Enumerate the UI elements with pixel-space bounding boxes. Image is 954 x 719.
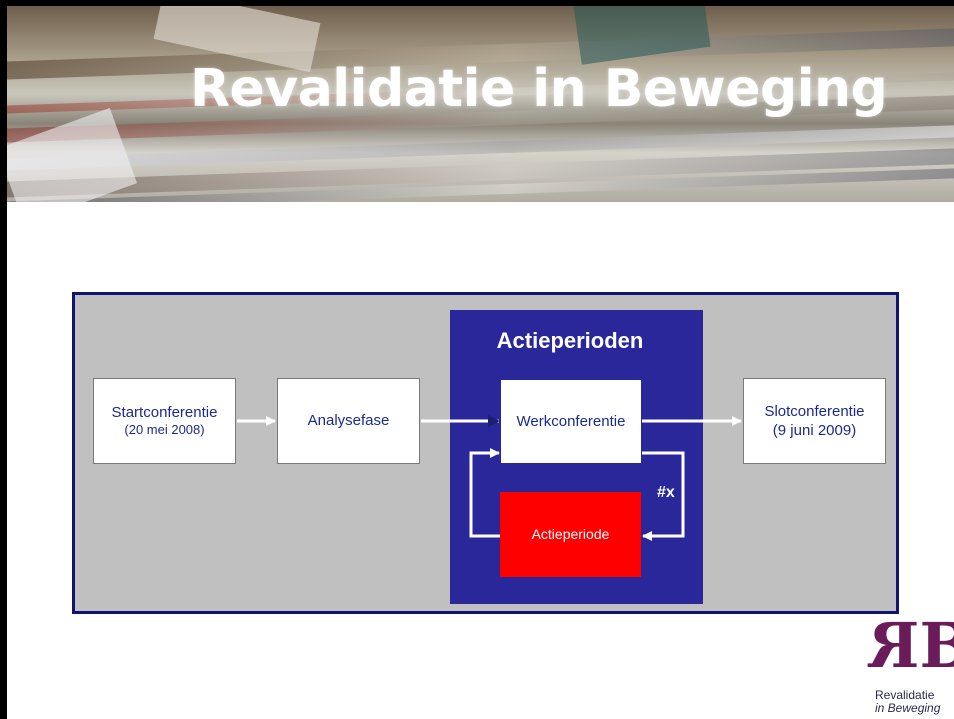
node-actieperiode: Actieperiode <box>500 492 641 577</box>
node-werkconferentie-label: Werkconferentie <box>516 412 626 430</box>
logo-line-1: Revalidatie <box>875 688 935 702</box>
slide-top-border <box>0 0 954 6</box>
node-startconferentie-label: Startconferentie <box>111 403 218 421</box>
slide-title: Revalidatie in Beweging <box>190 59 888 119</box>
node-slotconferentie-date: (9 juni 2009) <box>772 422 857 439</box>
rib-logo-mark: RB <box>878 609 954 682</box>
logo-mark-second-letter: B <box>919 609 954 682</box>
node-startconferentie: Startconferentie (20 mei 2008) <box>93 378 236 464</box>
action-periods-title: Actieperioden <box>496 328 644 353</box>
rib-logo-text: Revalidatie in Beweging <box>875 689 940 715</box>
node-werkconferentie: Werkconferentie <box>501 380 641 463</box>
node-analysefase-label: Analysefase <box>307 412 390 430</box>
node-analysefase: Analysefase <box>277 378 420 464</box>
node-actieperiode-label: Actieperiode <box>531 526 610 543</box>
header-banner <box>7 6 954 202</box>
repeat-count-label: #x <box>657 484 675 501</box>
node-slotconferentie-label: Slotconferentie <box>764 402 865 420</box>
node-slotconferentie: Slotconferentie (9 juni 2009) <box>743 378 886 464</box>
logo-line-2: in Beweging <box>875 701 941 715</box>
node-startconferentie-date: (20 mei 2008) <box>124 422 205 438</box>
logo-mark-first-letter: R <box>878 609 920 682</box>
loop-arrow-actie-to-werk <box>469 448 500 538</box>
rib-logo: RB Revalidatie in Beweging <box>872 609 954 719</box>
slide-left-border <box>0 0 7 719</box>
loop-arrow-werk-to-actie <box>642 451 685 541</box>
